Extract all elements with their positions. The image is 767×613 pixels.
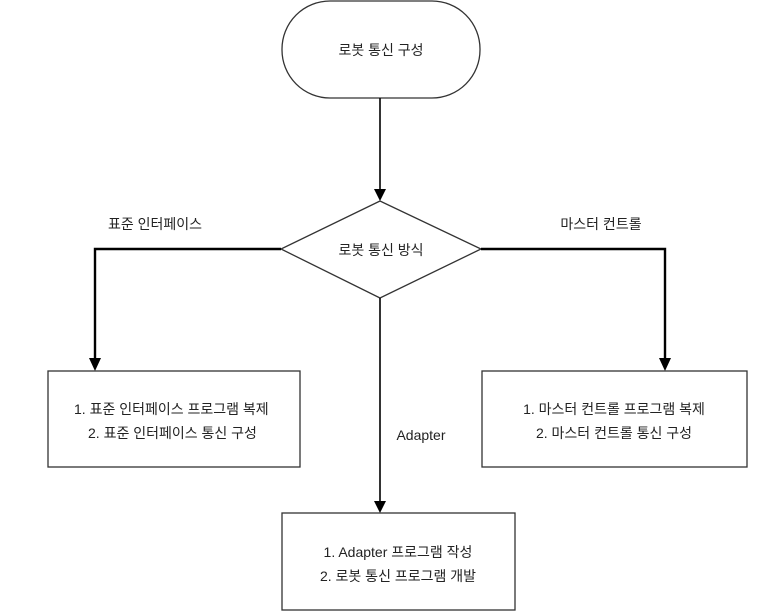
step-text: 1. 표준 인터페이스 프로그램 복제 [74,401,269,417]
decision-label: 로봇 통신 방식 [338,242,423,258]
branch-label-standard-interface: 표준 인터페이스 [108,216,202,232]
process-box-standard-interface: 1. 표준 인터페이스 프로그램 복제 2. 표준 인터페이스 통신 구성 [47,370,301,468]
arrowhead [374,501,386,513]
step-text: 2. 표준 인터페이스 통신 구성 [88,425,257,441]
start-terminal-shape [281,0,481,99]
process-box-shape [47,370,301,468]
process-box-adapter: 1. Adapter 프로그램 작성 2. 로봇 통신 프로그램 개발 [281,512,516,611]
step-text: 2. 로봇 통신 프로그램 개발 [320,568,476,584]
arrowhead [659,358,671,371]
decision-node: 로봇 통신 방식 [279,200,483,299]
start-label: 로봇 통신 구성 [338,42,423,58]
step-text: 1. Adapter 프로그램 작성 [324,544,473,560]
branch-label-master-control: 마스터 컨트롤 [560,216,641,232]
connector-left-branch [93,247,281,360]
process-box-master-control: 1. 마스터 컨트롤 프로그램 복제 2. 마스터 컨트롤 통신 구성 [481,370,748,468]
process-box-shape [481,370,748,468]
start-node: 로봇 통신 구성 [281,0,481,99]
connector-right-branch [481,247,667,360]
step-text: 2. 마스터 컨트롤 통신 구성 [536,425,692,441]
branch-label-adapter: Adapter [396,427,445,443]
arrowhead [89,358,101,371]
arrowhead [374,189,386,201]
process-box-shape [281,512,516,611]
step-text: 1. 마스터 컨트롤 프로그램 복제 [523,401,705,417]
